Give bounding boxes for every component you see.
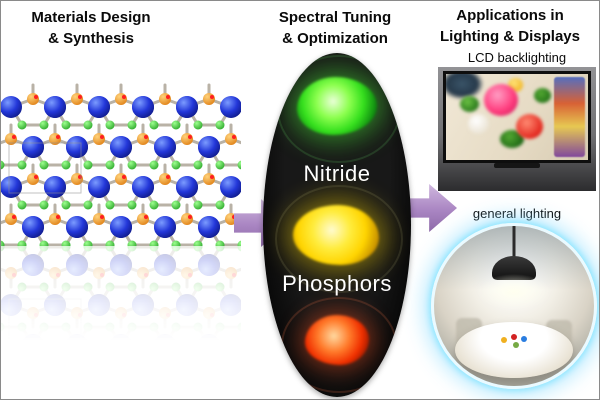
yellow-phosphor-powder <box>293 205 379 265</box>
tv-art-white-flower <box>468 114 489 134</box>
left-panel-title-line2: & Synthesis <box>48 30 134 47</box>
left-panel-title-line1: Materials Design <box>31 9 151 26</box>
general-lighting-caption: general lighting <box>472 206 562 221</box>
lcd-backlighting-photo <box>438 67 596 191</box>
pendant-lamp-glow <box>477 274 551 310</box>
tv-screen <box>443 71 591 163</box>
green-phosphor-powder <box>297 77 377 135</box>
capsule-label-phosphors: Phosphors <box>282 271 392 296</box>
lcd-backlighting-caption: LCD backlighting <box>467 50 567 65</box>
tv-art-leaf <box>500 130 524 148</box>
green-phosphor-dish <box>277 55 401 163</box>
pendant-lamp-cord <box>512 226 516 260</box>
right-panel-title-line2: Lighting & Displays <box>439 28 580 45</box>
capsule-label-nitride: Nitride <box>303 161 371 186</box>
crystal-structure-reflection <box>1 246 241 400</box>
tv-stand <box>494 163 540 168</box>
tv-art-leaf <box>534 88 551 103</box>
right-panel-title-line1: Applications in <box>456 7 564 24</box>
crystal-structure-graphic <box>1 81 241 246</box>
general-lighting-photo <box>431 223 597 389</box>
tv-art-dark-patch <box>446 74 484 100</box>
tv-art-color-poster <box>554 77 585 157</box>
dining-table <box>455 322 573 378</box>
middle-panel-title-line1: Spectral Tuning <box>278 9 392 26</box>
right-panel-title: Applications in Lighting & Displays <box>423 5 597 47</box>
table-items <box>511 334 517 340</box>
nitride-phosphors-capsule: Nitride Phosphors <box>263 53 411 397</box>
middle-panel-title: Spectral Tuning & Optimization <box>251 7 419 49</box>
red-phosphor-powder <box>305 315 369 365</box>
tv-art-pink-flower <box>484 84 518 116</box>
middle-panel-title-line2: & Optimization <box>282 30 388 47</box>
tv-art-red-flower <box>516 114 543 139</box>
tv-art-leaf <box>460 96 479 112</box>
red-phosphor-dish <box>281 297 397 393</box>
left-panel-title: Materials Design & Synthesis <box>9 7 173 49</box>
yellow-phosphor-dish <box>275 185 403 293</box>
